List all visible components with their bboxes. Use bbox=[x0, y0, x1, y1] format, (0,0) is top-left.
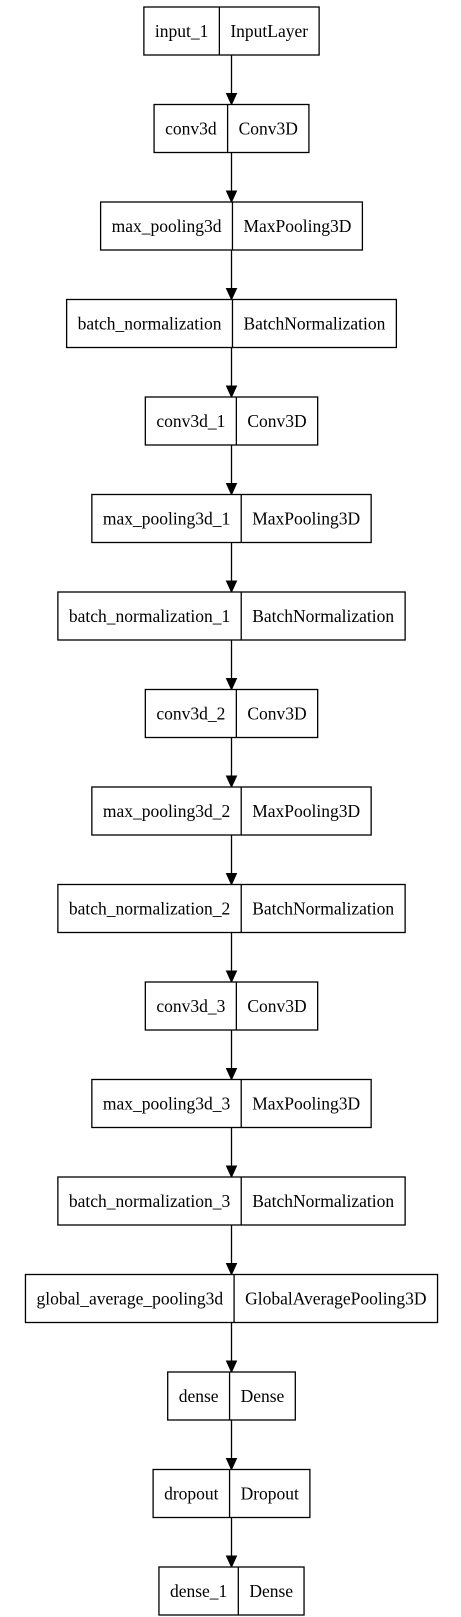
layer-box bbox=[57, 591, 406, 641]
layer-node: batch_normalization_1 BatchNormalization bbox=[57, 591, 406, 641]
layer-class: Conv3D bbox=[247, 996, 306, 1016]
arrowhead bbox=[225, 873, 238, 886]
layer-name: batch_normalization_2 bbox=[69, 899, 230, 919]
layer-node: conv3d_3 Conv3D bbox=[144, 981, 319, 1031]
layer-name: dense_1 bbox=[170, 1581, 227, 1601]
layer-node: dense Dense bbox=[167, 1371, 296, 1421]
layer-name: max_pooling3d_2 bbox=[103, 801, 230, 821]
layer-box bbox=[91, 786, 372, 836]
layer-node: batch_normalization_2 BatchNormalization bbox=[57, 883, 406, 934]
layer-box bbox=[144, 688, 319, 739]
layer-name: global_average_pooling3d bbox=[36, 1289, 223, 1309]
layer-class: Dense bbox=[249, 1581, 293, 1601]
edges-group bbox=[225, 55, 238, 1569]
layer-node: global_average_pooling3d GlobalAveragePoo… bbox=[24, 1273, 439, 1324]
layer-class: BatchNormalization bbox=[243, 314, 385, 334]
arrowhead bbox=[225, 1555, 238, 1569]
layer-node: max_pooling3d_1 MaxPooling3D bbox=[91, 493, 372, 544]
layer-class: Dense bbox=[241, 1386, 285, 1406]
layer-box bbox=[152, 1468, 311, 1519]
layer-node: max_pooling3d_3 MaxPooling3D bbox=[91, 1078, 372, 1129]
layer-box bbox=[144, 396, 319, 446]
layer-box bbox=[24, 1273, 439, 1324]
layer-class: MaxPooling3D bbox=[252, 509, 360, 529]
layer-box bbox=[99, 201, 364, 251]
layer-box bbox=[144, 981, 319, 1031]
layer-class: InputLayer bbox=[230, 21, 308, 41]
layer-name: input_1 bbox=[155, 21, 208, 41]
arrowhead bbox=[225, 1165, 238, 1179]
layer-class: GlobalAveragePooling3D bbox=[245, 1289, 426, 1309]
arrowhead bbox=[225, 970, 238, 984]
layer-box bbox=[143, 6, 320, 56]
layer-name: batch_normalization_3 bbox=[69, 1191, 231, 1211]
layer-name: dropout bbox=[164, 1484, 219, 1504]
layer-node: batch_normalization BatchNormalization bbox=[65, 298, 398, 349]
layer-name: max_pooling3d_1 bbox=[103, 509, 230, 529]
layer-class: Conv3D bbox=[239, 119, 298, 139]
layer-class: MaxPooling3D bbox=[243, 216, 351, 236]
layer-name: conv3d bbox=[165, 119, 217, 139]
layer-class: MaxPooling3D bbox=[252, 801, 360, 821]
arrowhead bbox=[225, 678, 238, 691]
layer-class: MaxPooling3D bbox=[252, 1094, 360, 1114]
layer-name: batch_normalization bbox=[78, 314, 222, 334]
arrowhead bbox=[225, 385, 238, 399]
arrowhead bbox=[225, 288, 238, 301]
arrowhead bbox=[225, 1458, 238, 1471]
arrowhead bbox=[225, 1360, 238, 1374]
arrowhead bbox=[225, 775, 238, 789]
layer-node: max_pooling3d_2 MaxPooling3D bbox=[91, 786, 372, 836]
layer-box bbox=[153, 103, 310, 154]
layer-box bbox=[65, 298, 398, 349]
layer-class: Conv3D bbox=[247, 411, 306, 431]
layer-name: max_pooling3d_3 bbox=[103, 1094, 231, 1114]
layer-class: BatchNormalization bbox=[252, 1191, 394, 1211]
arrowhead bbox=[225, 1263, 238, 1276]
arrowhead bbox=[225, 580, 238, 594]
layer-box bbox=[57, 883, 406, 934]
layer-box bbox=[57, 1176, 406, 1226]
arrowhead bbox=[225, 1068, 238, 1081]
layer-name: conv3d_1 bbox=[156, 411, 225, 431]
layer-node: dropout Dropout bbox=[152, 1468, 311, 1519]
layer-class: Dropout bbox=[241, 1484, 299, 1504]
layer-node: conv3d_2 Conv3D bbox=[144, 688, 319, 739]
layer-node: conv3d Conv3D bbox=[153, 103, 310, 154]
layer-node: conv3d_1 Conv3D bbox=[144, 396, 319, 446]
layer-name: dense bbox=[179, 1386, 219, 1406]
layer-class: BatchNormalization bbox=[252, 899, 394, 919]
layer-class: BatchNormalization bbox=[252, 606, 394, 626]
layer-node: batch_normalization_3 BatchNormalization bbox=[57, 1176, 406, 1226]
layer-name: conv3d_2 bbox=[156, 704, 225, 724]
layer-class: Conv3D bbox=[247, 704, 306, 724]
layer-box bbox=[158, 1566, 305, 1616]
layer-box bbox=[167, 1371, 296, 1421]
arrowhead bbox=[225, 190, 238, 204]
layer-name: conv3d_3 bbox=[156, 996, 225, 1016]
layer-box bbox=[91, 1078, 372, 1129]
layer-node: input_1 InputLayer bbox=[143, 6, 320, 56]
arrowhead bbox=[225, 93, 238, 106]
layer-node: max_pooling3d MaxPooling3D bbox=[99, 201, 364, 251]
layer-node: dense_1 Dense bbox=[158, 1566, 305, 1616]
layer-name: max_pooling3d bbox=[112, 216, 222, 236]
arrowhead bbox=[225, 483, 238, 496]
layer-name: batch_normalization_1 bbox=[69, 606, 230, 626]
layer-box bbox=[91, 493, 372, 544]
